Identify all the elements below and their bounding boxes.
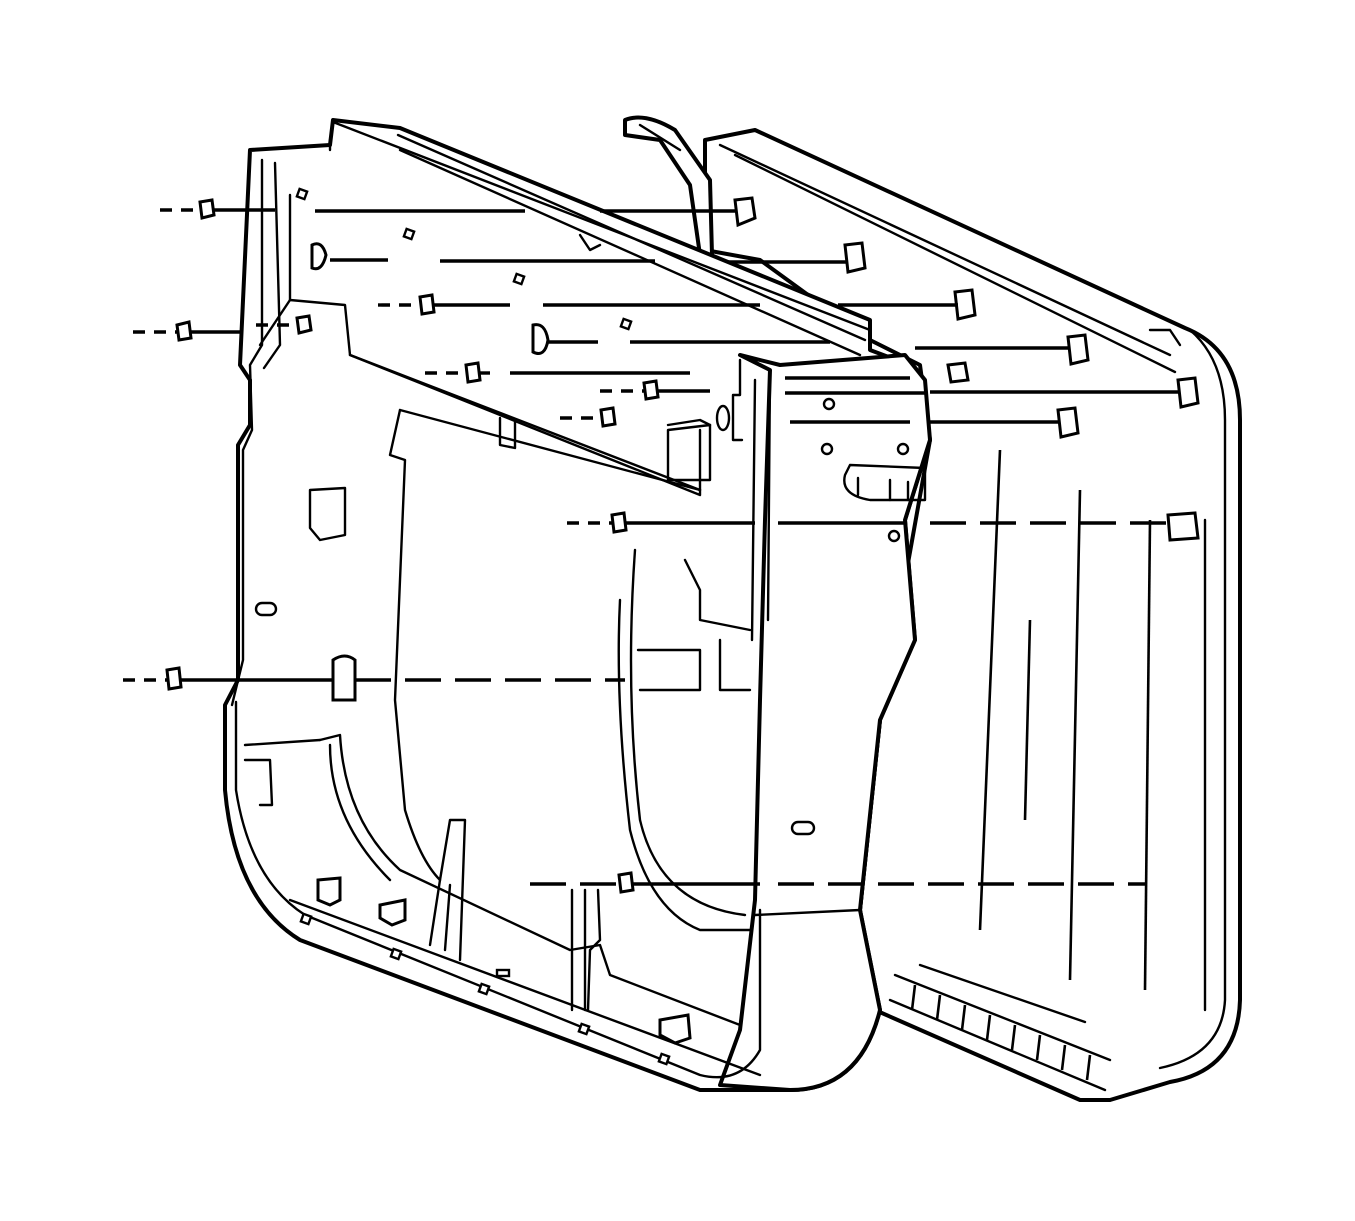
fastener-10	[617, 871, 635, 894]
fastener-6	[642, 379, 660, 401]
fastener-8	[610, 511, 628, 534]
fastener-2	[175, 320, 193, 342]
installation-leader-lines	[123, 208, 1180, 886]
fastener-5	[464, 361, 482, 384]
push-pin-fasteners	[165, 198, 660, 894]
fastener-1	[198, 198, 216, 220]
inner-door-panel	[223, 118, 932, 1092]
fastener-7	[599, 406, 617, 428]
fastener-4	[418, 293, 436, 316]
fastener-9	[165, 666, 183, 691]
fastener-3	[295, 314, 313, 335]
retainer-clips-row	[733, 196, 1200, 542]
outer-door-panel	[623, 115, 1242, 1102]
